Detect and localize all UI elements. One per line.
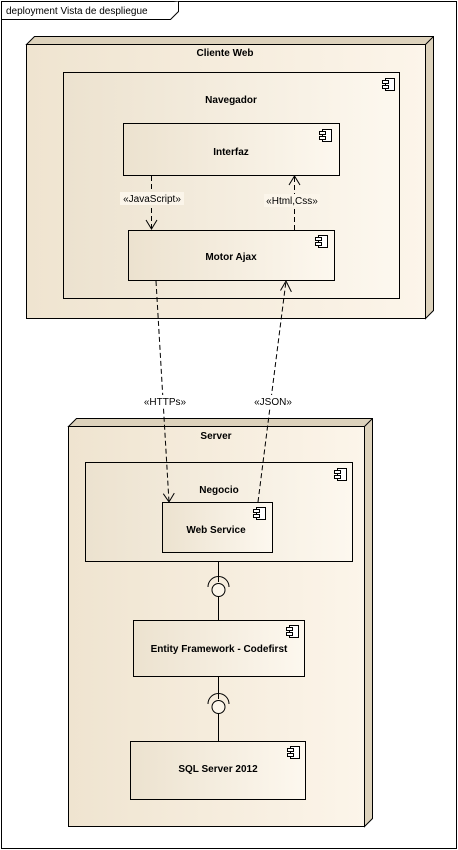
connector-label-bg xyxy=(264,194,320,207)
component-entity-framework[interactable]: Entity Framework - Codefirst xyxy=(133,620,305,677)
component-icon xyxy=(382,78,395,91)
node-label-cliente-web: Cliente Web xyxy=(196,48,253,59)
connector-label-html-css: «Html,Css» xyxy=(266,196,318,207)
connector-label-https: «HTTPs» xyxy=(144,397,187,408)
component-label-entity-framework: Entity Framework - Codefirst xyxy=(151,644,288,655)
frame-title: deployment Vista de despliegue xyxy=(6,6,148,17)
component-icon xyxy=(286,625,299,638)
connector-label-bg xyxy=(252,395,294,408)
node-label-server: Server xyxy=(200,431,231,442)
component-icon xyxy=(315,235,328,248)
component-motor-ajax[interactable]: Motor Ajax xyxy=(128,230,335,281)
component-web-service[interactable]: Web Service xyxy=(162,502,273,553)
connector-label-bg xyxy=(140,395,190,408)
component-label-negocio: Negocio xyxy=(199,485,238,496)
component-interfaz[interactable]: Interfaz xyxy=(123,123,340,176)
component-label-navegador: Navegador xyxy=(205,95,257,106)
component-icon xyxy=(253,507,266,520)
connector-label-javascript: «JavaScript» xyxy=(123,194,181,205)
connector-https[interactable]: «HTTPs» xyxy=(140,280,190,503)
connector-label-json: «JSON» xyxy=(254,397,292,408)
component-icon xyxy=(287,746,300,759)
interface-socket-icon[interactable] xyxy=(207,562,230,620)
interface-socket-icon[interactable] xyxy=(207,677,230,741)
component-icon xyxy=(319,129,332,142)
component-icon xyxy=(334,468,347,481)
connector-javascript[interactable]: «JavaScript» xyxy=(120,176,184,230)
component-label-motor-ajax: Motor Ajax xyxy=(205,252,257,263)
component-label-interfaz: Interfaz xyxy=(213,147,249,158)
connector-label-bg xyxy=(120,192,184,205)
connector-html-css[interactable]: «Html,Css» xyxy=(264,175,320,230)
connector-json[interactable]: «JSON» xyxy=(252,279,294,503)
component-label-web-service: Web Service xyxy=(186,525,246,536)
component-label-sql-server: SQL Server 2012 xyxy=(178,764,258,775)
component-sql-server[interactable]: SQL Server 2012 xyxy=(130,741,306,800)
